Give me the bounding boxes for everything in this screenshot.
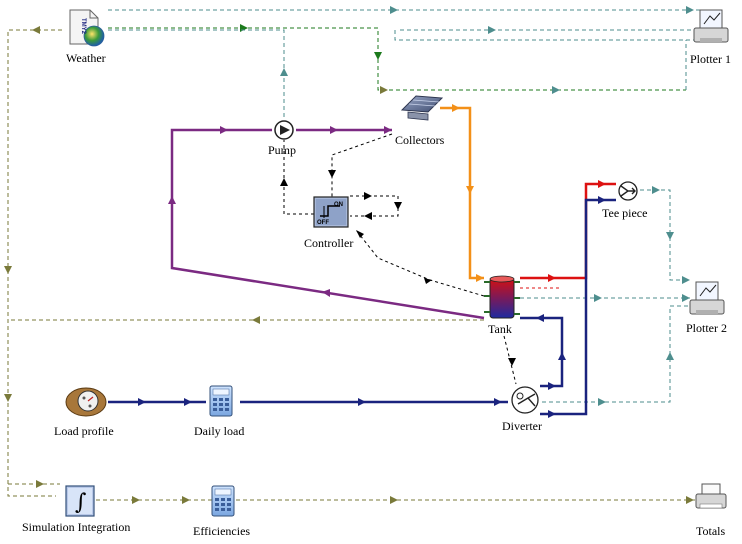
tee-piece-label: Tee piece [602, 206, 648, 220]
calculator-icon [209, 385, 233, 417]
weather-data-icon [69, 9, 105, 47]
controller-feedback-link [350, 195, 399, 217]
storage-tank-icon [484, 275, 520, 319]
weather-badge: TMY2 [80, 18, 86, 35]
daily-load-label: Daily load [194, 424, 245, 438]
weather-to-pump-link [108, 29, 285, 118]
tee-to-plotter2-link [640, 189, 690, 281]
controller-to-pump-link [283, 140, 314, 215]
weather-left-bus [7, 29, 62, 497]
plotter2-label: Plotter 2 [686, 321, 727, 335]
collectors-label: Collectors [395, 133, 445, 147]
tank-label: Tank [488, 322, 512, 336]
sim-integration-component[interactable]: ∫ [65, 485, 95, 517]
tee-piece-component[interactable] [618, 181, 638, 201]
weather-to-collectors-link [108, 27, 686, 91]
collectors-component[interactable] [400, 95, 444, 121]
diverter-to-tee-pipe [540, 198, 616, 416]
diverter-to-plotter2-link [542, 305, 690, 403]
water-meter-icon [65, 387, 107, 417]
plotter1-label: Plotter 1 [690, 52, 731, 66]
pump-icon [274, 120, 294, 140]
weather-component[interactable]: TMY2 [69, 9, 105, 47]
calculator-icon [211, 485, 235, 517]
collectors-to-tank-pipe [440, 106, 484, 280]
controller-label: Controller [304, 236, 354, 250]
printer-plotter-icon [693, 9, 729, 43]
integral-symbol: ∫ [75, 490, 87, 515]
totals-label: Totals [696, 524, 726, 538]
solar-collector-icon [400, 95, 444, 121]
printer-plotter-icon [689, 281, 725, 315]
diverter-to-tank-pipe [520, 316, 564, 388]
pump-label: Pump [268, 143, 297, 157]
daily-load-component[interactable] [209, 385, 233, 417]
load-profile-label: Load profile [54, 424, 114, 438]
load-profile-component[interactable] [65, 387, 107, 417]
plotter1-component[interactable] [693, 9, 729, 43]
controller-component[interactable]: ON OFF [313, 196, 349, 228]
efficiencies-label: Efficiencies [193, 524, 251, 538]
controller-off-text: OFF [317, 220, 329, 226]
controller-on-text: ON [334, 202, 343, 208]
tank-component[interactable] [484, 275, 520, 319]
diverter-component[interactable] [511, 386, 539, 414]
controller-icon [313, 196, 349, 228]
integral-icon [65, 485, 95, 517]
totals-component[interactable] [695, 483, 727, 509]
weather-label: Weather [66, 51, 106, 65]
collectors-to-controller-link [331, 133, 393, 198]
sim-integration-label: Simulation Integration [22, 520, 131, 534]
plotter2-component[interactable] [689, 281, 725, 315]
pump-component[interactable] [274, 120, 294, 140]
tee-piece-icon [618, 181, 638, 201]
connections [4, 6, 700, 504]
diverter-label: Diverter [502, 419, 542, 433]
printer-icon [695, 483, 727, 509]
efficiencies-component[interactable] [211, 485, 235, 517]
tank-to-controller-link [355, 229, 485, 297]
diverter-icon [511, 386, 539, 414]
